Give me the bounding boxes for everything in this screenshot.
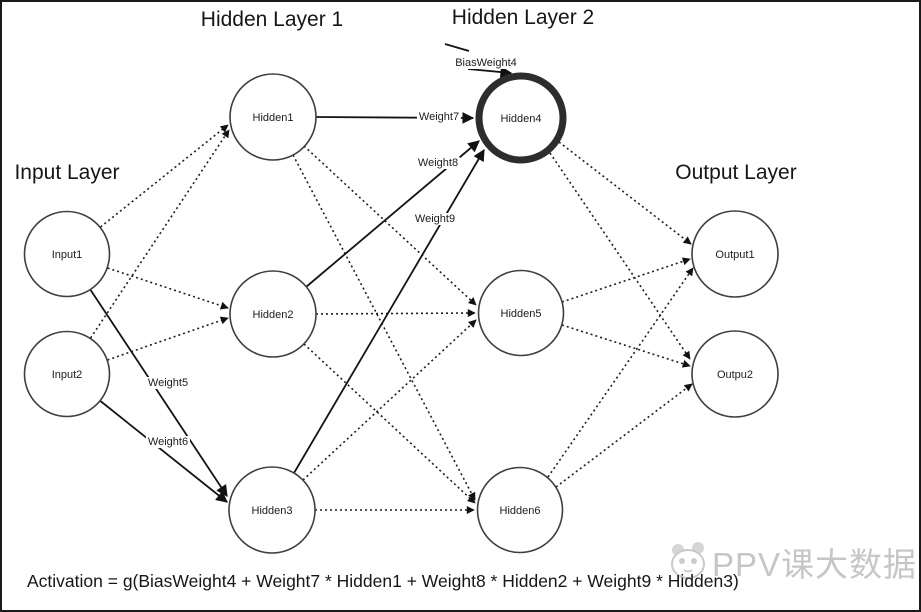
edge-hidden4-output1 bbox=[558, 141, 692, 245]
node-label-hidden3: Hidden3 bbox=[252, 505, 293, 517]
node-hidden1 bbox=[229, 73, 317, 161]
node-label-output2: Outpu2 bbox=[717, 369, 753, 381]
node-label-hidden4: Hidden4 bbox=[501, 113, 542, 125]
nodes bbox=[23, 72, 779, 554]
edge-input2-hidden3-weight6 bbox=[99, 400, 228, 503]
node-label-input1: Input1 bbox=[52, 249, 83, 261]
edge-hidden3-hidden5 bbox=[302, 319, 477, 481]
edge-hidden6-output2 bbox=[555, 383, 693, 488]
edge-input1-hidden2 bbox=[107, 267, 229, 310]
node-input1 bbox=[23, 210, 111, 298]
label-weight6: Weight6 bbox=[145, 436, 191, 448]
edge-hidden6-output1 bbox=[547, 267, 694, 478]
edge-hidden4-output2 bbox=[549, 152, 691, 360]
node-label-hidden2: Hidden2 bbox=[253, 309, 294, 321]
edge-hidden2-hidden5 bbox=[315, 309, 476, 318]
node-input2 bbox=[23, 330, 111, 418]
title-input-layer: Input Layer bbox=[14, 161, 120, 184]
activation-formula: Activation = g(BiasWeight4 + Weight7 * H… bbox=[27, 571, 739, 591]
node-hidden3 bbox=[228, 466, 316, 554]
bias-connector-line bbox=[444, 43, 470, 52]
edge-input2-hidden2 bbox=[107, 316, 229, 361]
label-weight8: Weight8 bbox=[415, 157, 461, 169]
node-hidden2 bbox=[229, 270, 317, 358]
label-weight9: Weight9 bbox=[412, 213, 458, 225]
solid-edges bbox=[89, 43, 513, 503]
edge-hidden1-hidden5 bbox=[303, 145, 477, 306]
label-biasweight4: BiasWeight4 bbox=[453, 57, 519, 69]
node-label-output1: Output1 bbox=[715, 249, 754, 261]
node-output1 bbox=[691, 210, 779, 298]
title-hidden-layer-1: Hidden Layer 1 bbox=[200, 8, 344, 31]
node-output2 bbox=[691, 330, 779, 418]
label-weight7: Weight7 bbox=[416, 111, 462, 123]
edge-hidden3-hidden4-weight9 bbox=[293, 148, 485, 474]
edge-hidden2-hidden6 bbox=[303, 343, 476, 504]
label-weight5: Weight5 bbox=[145, 377, 191, 389]
node-hidden5 bbox=[477, 269, 565, 357]
title-hidden-layer-2: Hidden Layer 2 bbox=[451, 6, 595, 29]
edge-bias-hidden4 bbox=[467, 66, 513, 78]
node-hidden4-highlighted bbox=[475, 72, 567, 164]
node-labels: Input1 Input2 Hidden1 Hidden2 Hidden3 Hi… bbox=[52, 112, 755, 517]
node-label-hidden6: Hidden6 bbox=[500, 505, 541, 517]
edge-hidden1-hidden6 bbox=[292, 154, 476, 501]
dotted-edges bbox=[89, 124, 694, 514]
edge-input1-hidden3-weight5 bbox=[89, 289, 228, 497]
node-label-hidden1: Hidden1 bbox=[253, 112, 294, 124]
title-output-layer: Output Layer bbox=[675, 161, 797, 184]
node-label-hidden5: Hidden5 bbox=[501, 308, 542, 320]
edge-input1-hidden1 bbox=[100, 124, 229, 228]
edge-input2-hidden1 bbox=[89, 129, 230, 339]
node-hidden6 bbox=[476, 466, 564, 554]
node-label-input2: Input2 bbox=[52, 369, 83, 381]
